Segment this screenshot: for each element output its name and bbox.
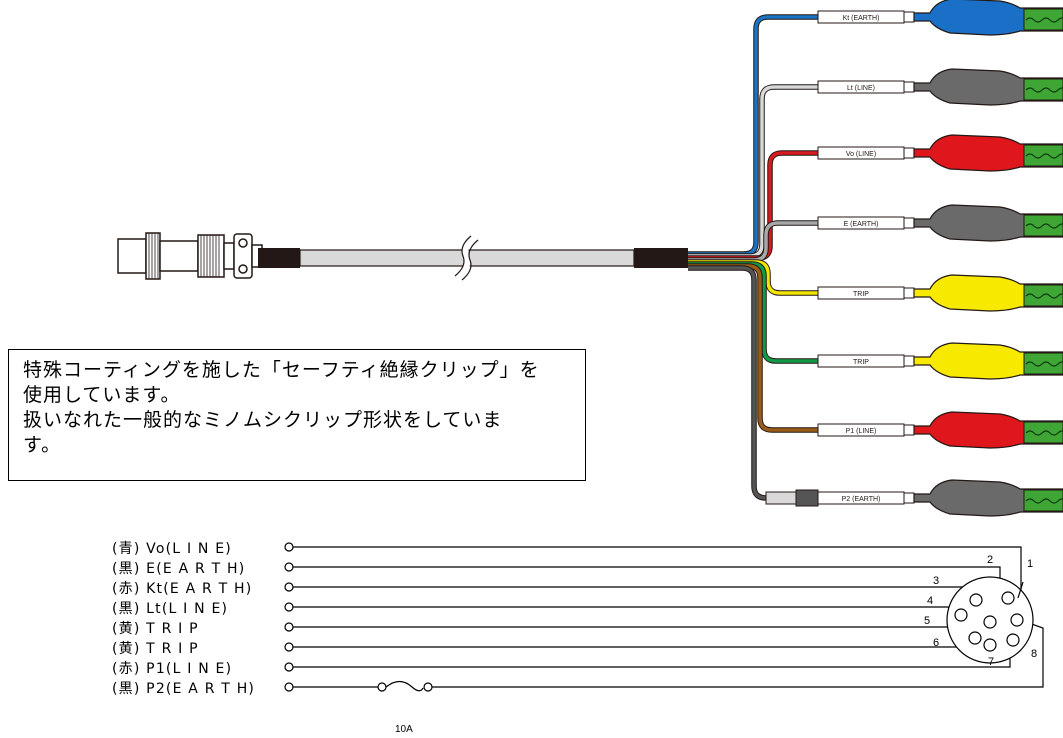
fan-wire [688,85,818,258]
pin-number: 2 [987,554,994,566]
alligator-clip: P1 (LINE) [817,411,1063,449]
note-line: 使用しています。 [23,384,181,406]
wire-label: (黄) T R I P [112,641,199,657]
wire-fan [688,14,818,501]
fan-wire [688,151,818,260]
alligator-clip: TRIP [817,342,1063,380]
clip-tag-label: Vo (LINE) [846,151,876,158]
alligator-clip: Lt (LINE) [817,68,1063,106]
wire-label: (青) Vo(L I N E) [112,541,232,557]
wire-label: (赤) Kt(E A R T H) [112,581,253,597]
pin-number: 7 [988,656,995,668]
alligator-clip: P2 (EARTH) [817,479,1063,517]
wire-label: (黒) E(E A R T H) [112,561,246,577]
note-line: 特殊コーティングを施した「セーフティ絶縁クリップ」を [23,359,540,381]
clip-tag-label: TRIP [853,291,869,298]
pin-number: 1 [1027,558,1034,570]
note-line: 扱いなれた一般的なミノムシクリップ形状をしていま [23,409,503,431]
fan-wire [688,264,818,432]
wire-label: (黄) T R I P [112,621,199,637]
fuse-rating-label: 10A [395,724,413,735]
connector-plug [117,232,263,280]
pin-number: 8 [1031,648,1038,660]
wire-label: (黒) Lt(L I N E) [112,601,229,617]
wire-label: (黒) P2(E A R T H) [112,681,256,697]
fan-wire [688,266,818,500]
alligator-clip: E (EARTH) [817,204,1063,242]
clip-tag-label: P1 (LINE) [846,428,877,435]
clip-tag-label: P2 (EARTH) [842,496,881,503]
pin-number: 5 [924,615,931,627]
alligator-clip: TRIP [817,274,1063,312]
wire-label: (赤) P1(L I N E) [112,661,233,677]
fan-wire [688,15,818,256]
pin-number: 6 [933,637,940,649]
alligator-clip: Kt (EARTH) [817,0,1063,36]
pin-number: 4 [927,595,934,607]
inline-fuse-holder [765,489,819,507]
clip-tag-label: Lt (LINE) [847,85,875,92]
clip-group: Kt (EARTH) Lt (LINE) Vo (LINE) E (EARTH) TRI… [765,0,1063,517]
fan-wire [688,221,818,262]
clip-tag-label: E (EARTH) [844,221,879,228]
clip-tag-label: TRIP [853,359,869,366]
clip-tag-label: Kt (EARTH) [843,15,880,22]
alligator-clip: Vo (LINE) [817,134,1063,172]
fan-wire [688,262,818,363]
feature-note-box: 特殊コーティングを施した「セーフティ絶縁クリップ」を 使用しています。 扱いなれ… [8,349,586,481]
pin-number: 3 [933,575,940,587]
cable-body [258,235,688,281]
fan-wire [688,260,818,295]
wiring-schematic [284,542,1044,692]
note-line: す。 [23,434,62,456]
